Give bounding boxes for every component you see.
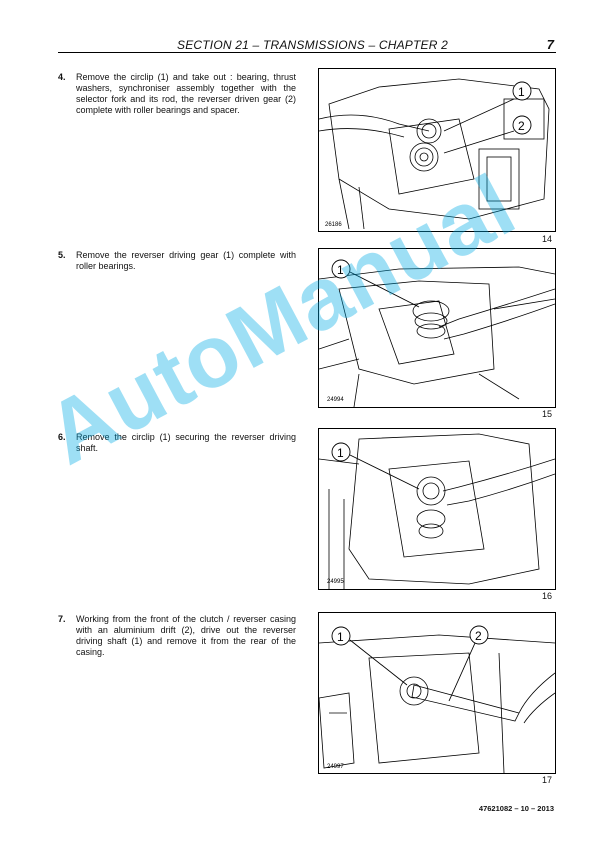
step-4: 4. Remove the circlip (1) and take out :… — [58, 72, 296, 116]
figure-16-illustration: 1 24995 — [319, 433, 555, 589]
step-number: 4. — [58, 72, 66, 82]
step-number: 6. — [58, 432, 66, 442]
figure-code: 24995 — [327, 579, 344, 585]
figure-14-illustration: 1 2 26186 — [319, 78, 550, 230]
callout-label: 1 — [518, 85, 525, 99]
figure-number: 15 — [541, 409, 552, 419]
callout-marker — [331, 259, 351, 279]
callout-marker — [469, 625, 489, 645]
step-text: Remove the reverser driving gear (1) com… — [76, 250, 296, 271]
page-number: 7 — [546, 37, 554, 52]
callout-marker — [331, 626, 351, 646]
figure-14: 1 2 26186 — [318, 68, 556, 232]
step-6: 6. Remove the circlip (1) securing the r… — [58, 432, 296, 454]
figure-number: 14 — [541, 234, 552, 244]
callout-label: 1 — [337, 446, 344, 460]
figure-number: 17 — [541, 775, 552, 785]
figure-code: 26186 — [325, 222, 342, 228]
callout-label: 2 — [518, 119, 525, 133]
figure-17: 1 2 24997 — [318, 612, 556, 774]
callout-label: 1 — [337, 263, 344, 277]
figure-code: 24994 — [327, 397, 344, 403]
section-title: SECTION 21 – TRANSMISSIONS – CHAPTER 2 — [177, 38, 448, 52]
callout-marker — [512, 115, 532, 135]
step-text: Remove the circlip (1) securing the reve… — [76, 432, 296, 453]
step-7: 7. Working from the front of the clutch … — [58, 614, 296, 658]
figure-17-illustration: 1 2 24997 — [319, 625, 555, 773]
figure-15: 1 24994 — [318, 248, 556, 408]
page-header: SECTION 21 – TRANSMISSIONS – CHAPTER 2 7 — [58, 37, 556, 54]
step-number: 7. — [58, 614, 66, 624]
figure-16: 1 24995 — [318, 428, 556, 590]
step-number: 5. — [58, 250, 66, 260]
figure-15-illustration: 1 24994 — [319, 259, 555, 407]
figure-code: 24997 — [327, 764, 344, 770]
header-rule — [58, 52, 556, 53]
document-code: 47621082 – 10 – 2013 — [478, 804, 554, 813]
step-5: 5. Remove the reverser driving gear (1) … — [58, 250, 296, 272]
figure-number: 16 — [541, 591, 552, 601]
callout-label: 2 — [475, 629, 482, 643]
step-text: Remove the circlip (1) and take out : be… — [76, 72, 296, 115]
callout-marker — [331, 442, 351, 462]
callout-marker — [512, 81, 532, 101]
callout-label: 1 — [337, 630, 344, 644]
step-text: Working from the front of the clutch / r… — [76, 614, 296, 657]
